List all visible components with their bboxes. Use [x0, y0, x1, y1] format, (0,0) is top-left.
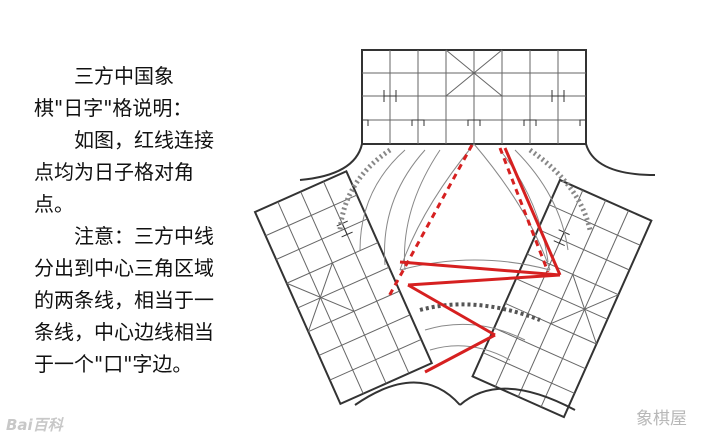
red-dashed-line-right [498, 147, 550, 273]
red-line [503, 147, 562, 276]
right-arm [471, 178, 653, 419]
red-line [399, 260, 561, 277]
red-line [424, 333, 496, 374]
center-region [299, 143, 656, 411]
top-arm [361, 49, 587, 145]
baidu-watermark: Bai百科 [6, 416, 63, 434]
red-line [407, 283, 496, 337]
para1-line-2: 点均为日子格对角 [34, 160, 194, 184]
para2-line-3: 的两条线，相当于一 [34, 288, 214, 312]
title-line-2: 棋"日字"格说明： [34, 96, 193, 120]
explanation-text: 三方中国象 棋"日字"格说明： 如图，红线连接 点均为日子格对角 点。 注意：三… [34, 60, 239, 380]
red-connection-lines [386, 144, 562, 374]
red-dashed-line-left [386, 144, 474, 299]
para2-line-2: 分出到中心三角区域 [34, 256, 214, 280]
red-line [407, 273, 561, 287]
para1-line-3: 点。 [34, 192, 74, 216]
position-marks [362, 119, 586, 126]
left-arm [253, 170, 434, 406]
position-marks [383, 90, 565, 102]
para1-line-1: 如图，红线连接 [74, 128, 214, 152]
para2-line-4: 条线，中心边线相当 [34, 320, 214, 344]
title-line-1: 三方中国象 [74, 64, 174, 88]
palace-diagonal [445, 49, 503, 97]
para2-line-1: 注意：三方中线 [74, 224, 214, 248]
para2-line-5: 于一个"口"字边。 [34, 352, 193, 376]
site-watermark: 象棋屋 [636, 409, 687, 429]
